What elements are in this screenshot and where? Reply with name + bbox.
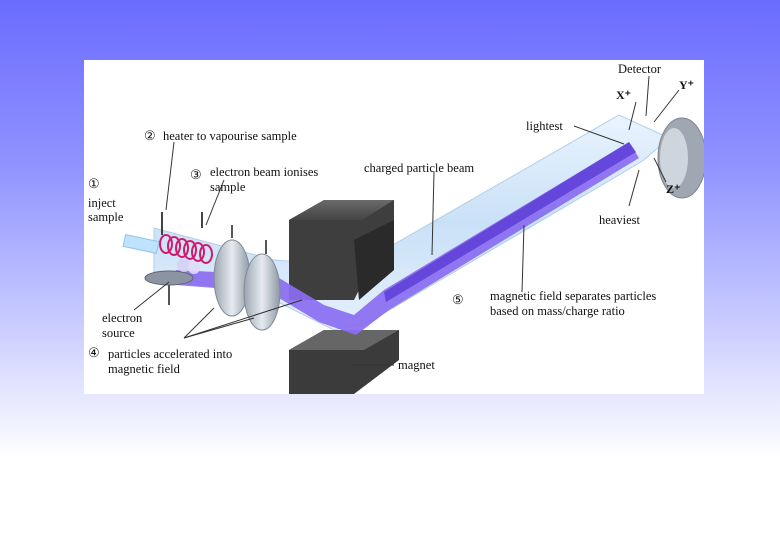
step4-label-line1: particles accelerated into: [108, 347, 233, 361]
inlet-capillary: [122, 234, 160, 254]
step1-label-line1: inject: [88, 196, 116, 210]
heaviest-label: heaviest: [599, 213, 640, 227]
charged-particle-beam-label: charged particle beam: [364, 161, 475, 175]
step5-label-line2: based on mass/charge ratio: [490, 304, 625, 318]
step1-label-line2: sample: [88, 210, 124, 224]
step3-label-line2: sample: [210, 180, 246, 194]
step2-number: ②: [144, 128, 156, 143]
y-plus-label: Y⁺: [679, 78, 694, 92]
z-plus-label: Z⁺: [666, 182, 681, 196]
diagram-graphics: [122, 75, 704, 394]
magnet-top: [289, 200, 394, 300]
step5-number: ⑤: [452, 292, 464, 307]
electron-source-label-line2: source: [102, 326, 135, 340]
step2-label: heater to vapourise sample: [163, 129, 297, 143]
step3-label-line1: electron beam ionises: [210, 165, 319, 179]
x-plus-label: X⁺: [616, 88, 631, 102]
step1-number: ①: [88, 176, 100, 191]
step3-number: ③: [190, 167, 202, 182]
step4-number: ④: [88, 345, 100, 360]
mass-spectrometer-diagram: ① inject sample ② heater to vapourise sa…: [84, 60, 704, 394]
lightest-label: lightest: [526, 119, 563, 133]
step4-label-line2: magnetic field: [108, 362, 180, 376]
electron-source-label-line1: electron: [102, 311, 143, 325]
electron-source: [144, 270, 194, 286]
accelerating-plate-2: [243, 253, 281, 331]
detector-label: Detector: [618, 62, 662, 76]
leader-lines: [133, 75, 680, 366]
heater-coil: [159, 212, 213, 264]
step5-label-line1: magnetic field separates particles: [490, 289, 657, 303]
magnet-label: magnet: [398, 358, 435, 372]
ion-beam: [176, 142, 639, 335]
